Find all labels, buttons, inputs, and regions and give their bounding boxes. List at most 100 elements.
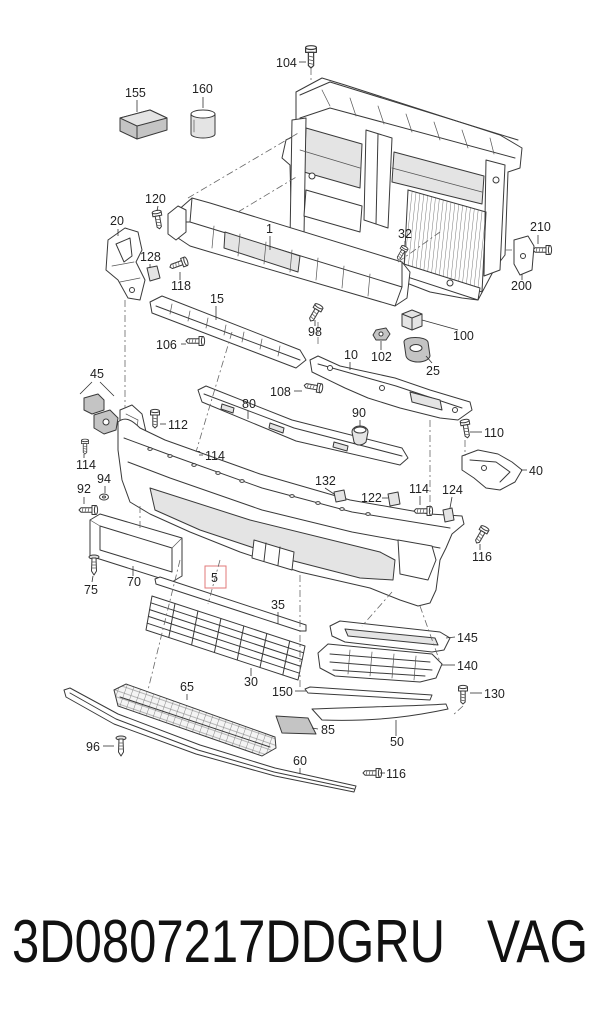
- part-100-drawing: [401, 309, 423, 331]
- part-1-drawing: [167, 197, 411, 307]
- part-60-drawing: [63, 687, 357, 793]
- callout-label: 108: [270, 385, 291, 399]
- callout-label: 10: [344, 348, 358, 362]
- bolt-icon: [78, 505, 99, 515]
- part-40-drawing: [461, 449, 523, 491]
- callout-label: 102: [371, 350, 392, 364]
- bolt-icon: [472, 524, 491, 546]
- callout-label: 25: [426, 364, 440, 378]
- callout-label: 45: [90, 367, 104, 381]
- callout-label: 90: [352, 406, 366, 420]
- part-128-drawing: [146, 265, 161, 282]
- part-124-drawing: [442, 507, 455, 523]
- callout-label: 116: [472, 550, 492, 564]
- part-15-drawing: [149, 295, 307, 369]
- callout-label: 145: [457, 631, 478, 645]
- part-90-drawing: [351, 425, 369, 446]
- bolt-icon: [302, 380, 324, 394]
- bolt-icon: [185, 336, 206, 346]
- callout-label: 94: [97, 472, 111, 486]
- callout-label: 20: [110, 214, 124, 228]
- callout-label: 130: [484, 687, 505, 701]
- callout-label: 80: [242, 397, 256, 411]
- callout-label: 120: [145, 192, 166, 206]
- part-132-drawing: [333, 489, 347, 503]
- part-94-drawing: [99, 493, 109, 501]
- assembly-lines: [124, 68, 514, 717]
- callout-label: 35: [271, 598, 285, 612]
- part-35-drawing: [154, 576, 307, 632]
- callout-label: 50: [390, 735, 404, 749]
- callout-label: 114: [409, 482, 429, 496]
- bolt-icon: [305, 45, 317, 69]
- callout-label: 96: [86, 740, 100, 754]
- highlighted-callout-label: 5: [211, 571, 218, 585]
- leader-lines: [79, 61, 539, 774]
- part-25-drawing: [403, 337, 431, 363]
- callout-label: 30: [244, 675, 258, 689]
- callout-labels: 104 155 160 120 20 1 32 210 128 118 200 …: [76, 56, 551, 781]
- callout-label: 150: [272, 685, 293, 699]
- callout-label: 92: [77, 482, 91, 496]
- callout-label: 1: [266, 222, 273, 236]
- callout-label: 60: [293, 754, 307, 768]
- callout-label: 140: [457, 659, 478, 673]
- push-pin-icon: [115, 735, 127, 757]
- brand-text: VAG: [487, 908, 588, 975]
- undertray-body: [113, 683, 277, 757]
- callout-label: 124: [442, 483, 463, 497]
- part-150-drawing: [304, 686, 433, 701]
- part-65-drawing: [113, 683, 277, 757]
- callout-label: 114: [205, 449, 225, 463]
- bolt-icon: [362, 768, 383, 778]
- part-number-text: 3D0807217DDGRU: [12, 908, 445, 975]
- callout-label: 70: [127, 575, 141, 589]
- callout-label: 128: [140, 250, 161, 264]
- callout-label: 155: [125, 86, 146, 100]
- bolt-icon: [151, 209, 165, 231]
- callout-label: 75: [84, 583, 98, 597]
- callout-label: 116: [386, 767, 406, 781]
- part-50-drawing: [311, 703, 449, 721]
- part-155-drawing: [119, 109, 168, 140]
- part-122-drawing: [387, 491, 401, 507]
- bolt-icon: [150, 408, 160, 429]
- callout-label: 65: [180, 680, 194, 694]
- part-30-drawing: [145, 595, 306, 681]
- callout-label: 104: [276, 56, 297, 70]
- callout-label: 98: [308, 325, 322, 339]
- bolt-icon: [81, 438, 89, 455]
- callout-label: 114: [76, 458, 96, 472]
- bolt-icon: [167, 256, 190, 272]
- part-10-drawing: [309, 355, 473, 421]
- bolt-icon: [459, 418, 473, 440]
- callout-label: 210: [530, 220, 551, 234]
- part-5-bumper-drawing: [117, 418, 465, 607]
- callout-label: 100: [453, 329, 474, 343]
- part-140-drawing: [317, 643, 443, 683]
- part-85-drawing: [275, 715, 317, 735]
- push-pin-icon: [88, 554, 100, 576]
- callout-label: 85: [321, 723, 335, 737]
- callout-label: 40: [529, 464, 543, 478]
- part-20-drawing: [105, 227, 146, 301]
- part-145-drawing: [329, 620, 451, 653]
- callout-label: 15: [210, 292, 224, 306]
- part-80-drawing: [197, 385, 409, 466]
- callout-label: 122: [361, 491, 382, 505]
- callout-label: 200: [511, 279, 532, 293]
- part-102-drawing: [372, 327, 391, 341]
- callout-label: 112: [168, 418, 188, 432]
- callout-label: 106: [156, 338, 177, 352]
- bolt-icon: [458, 684, 468, 705]
- bolt-icon: [532, 245, 553, 255]
- part-70-drawing: [89, 513, 183, 583]
- callout-label: 160: [192, 82, 213, 96]
- callout-label: 32: [398, 227, 412, 241]
- callout-label: 118: [171, 279, 191, 293]
- part-200-drawing: [513, 235, 535, 276]
- part-160-drawing: [190, 109, 216, 139]
- callout-label: 110: [484, 426, 504, 440]
- callout-label: 132: [315, 474, 336, 488]
